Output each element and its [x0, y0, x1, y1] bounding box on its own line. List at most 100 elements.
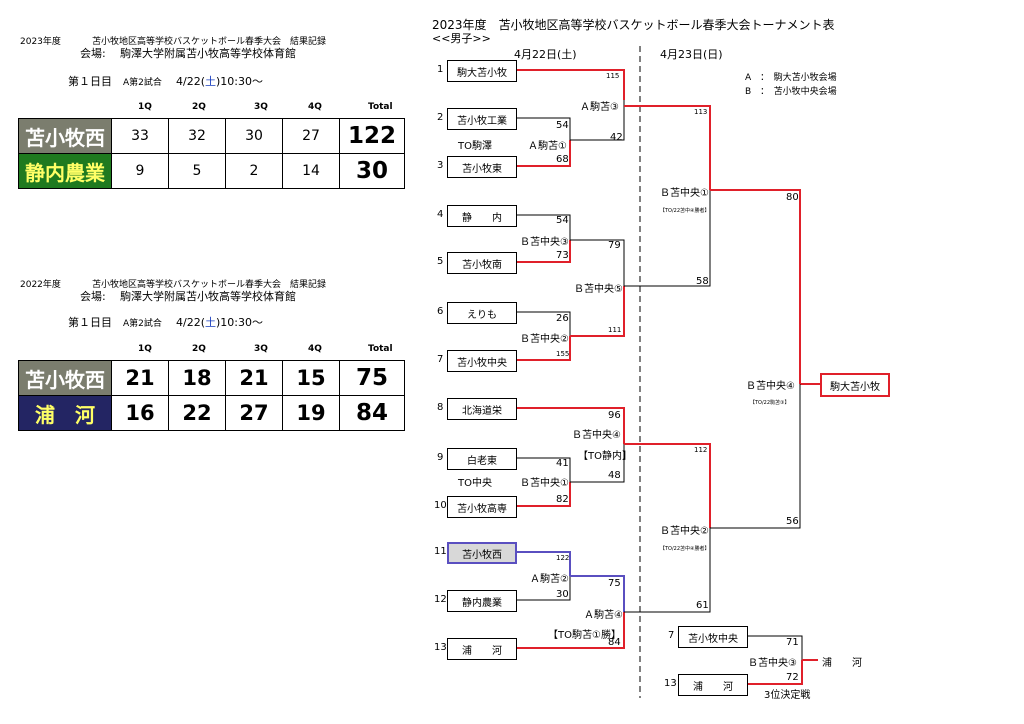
- bracket-line: [624, 105, 711, 190]
- record-2023-venue-label: 会場:: [80, 47, 106, 60]
- score: 56: [786, 516, 799, 527]
- record-2023-title: 苫小牧地区高等学校バスケットボール春季大会 結果記録: [92, 37, 327, 47]
- quarter-score: 21: [225, 360, 283, 396]
- record-2022-h5: Total: [368, 344, 393, 354]
- table-row: 苫小牧西 21 18 21 15 75: [18, 360, 405, 396]
- bracket-line: [516, 457, 571, 482]
- score: 54: [556, 215, 569, 226]
- score: 155: [556, 350, 570, 358]
- score: 84: [608, 637, 621, 648]
- record-2023-date: 4/22(土)10:30〜: [176, 75, 263, 88]
- team-box: 浦 河: [447, 638, 517, 660]
- team-box: 苫小牧中央: [447, 350, 517, 372]
- total-score: 122: [339, 118, 405, 154]
- game-label: Ｂ苫中央③: [748, 658, 797, 669]
- record-2023-year: 2023年度: [20, 37, 61, 47]
- record-2023-match: A第2試合: [123, 78, 162, 88]
- seed-number: 9: [437, 452, 444, 463]
- record-2023-h5: Total: [368, 102, 393, 112]
- team-name: 浦 河: [18, 395, 112, 431]
- score: 72: [786, 672, 799, 683]
- score: 48: [608, 470, 621, 481]
- score: 82: [556, 494, 569, 505]
- game-label: Ｂ苫中央③: [520, 237, 569, 248]
- record-2023-h1: 1Q: [138, 102, 152, 112]
- record-2022-match: A第2試合: [123, 319, 162, 329]
- bracket-title: 2023年度 苫小牧地区高等学校バスケットボール春季大会トーナメント表: [432, 18, 835, 32]
- bracket-line: [516, 140, 571, 167]
- seed-number: 12: [434, 594, 447, 605]
- bracket-line: [710, 384, 801, 529]
- game-note: TO中央: [458, 478, 492, 489]
- team-box: 苫小牧南: [447, 252, 517, 274]
- record-2023-day: 第１日目: [68, 75, 112, 88]
- score: 26: [556, 313, 569, 324]
- bracket-line: [516, 214, 571, 240]
- score: 115: [606, 72, 620, 80]
- quarter-score: 27: [282, 118, 340, 154]
- seed-number: 2: [437, 112, 444, 123]
- bracket-line: [516, 576, 571, 601]
- bracket-date-day1: 4月22日(土): [514, 48, 577, 61]
- team-box: 北海道栄: [447, 398, 517, 420]
- seed-number: 10: [434, 500, 447, 511]
- score: 42: [610, 132, 623, 143]
- total-score: 84: [339, 395, 405, 431]
- score: 73: [556, 250, 569, 261]
- game-label: Ｂ苫中央⑤: [574, 284, 623, 295]
- game-label: Ａ駒苫④: [584, 610, 623, 621]
- game-label: Ａ駒苫③: [580, 102, 619, 113]
- seed-number: 1: [437, 64, 444, 75]
- record-2022-venue: 駒澤大学附属苫小牧高等学校体育館: [120, 290, 296, 303]
- champion-box: 駒大苫小牧: [820, 373, 890, 397]
- seed-number: 13: [664, 678, 677, 689]
- record-2023-table: 苫小牧西 33 32 30 27 122 静内農業 9 5 2 14 30: [18, 118, 405, 189]
- record-2022-day: 第１日目: [68, 316, 112, 329]
- score: 111: [608, 326, 622, 334]
- game-label: Ａ駒苫②: [530, 574, 569, 585]
- record-2022-venue-label: 会場:: [80, 290, 106, 303]
- seed-number: 4: [437, 209, 444, 220]
- quarter-score: 32: [168, 118, 226, 154]
- table-row: 苫小牧西 33 32 30 27 122: [18, 118, 405, 154]
- score: 58: [696, 276, 709, 287]
- bracket-line: [516, 482, 571, 507]
- bracket-line: [516, 612, 625, 649]
- team-box: 苫小牧高専: [447, 496, 517, 518]
- record-2022-h3: 3Q: [254, 344, 268, 354]
- quarter-score: 21: [111, 360, 169, 396]
- seed-number: 7: [668, 630, 675, 641]
- bracket-line: [624, 528, 711, 613]
- score: 122: [556, 554, 570, 562]
- record-2023-h3: 3Q: [254, 102, 268, 112]
- score: 30: [556, 589, 569, 600]
- team-box: 苫小牧中央: [678, 626, 748, 648]
- seed-number: 11: [434, 546, 447, 557]
- game-note: 【TO/22苫中④勝者】: [660, 546, 710, 552]
- score: 71: [786, 637, 799, 648]
- record-2022-date: 4/22(土)10:30〜: [176, 316, 263, 329]
- game-note: 【TO駒苫①勝】: [548, 630, 621, 641]
- table-row: 静内農業 9 5 2 14 30: [18, 153, 405, 189]
- team-name: 苫小牧西: [18, 360, 112, 396]
- bracket-line: [516, 240, 571, 263]
- team-box: 駒大苫小牧: [447, 60, 517, 82]
- legend-venue-a: A ： 駒大苫小牧会場: [745, 73, 837, 83]
- game-note: TO駒澤: [458, 141, 492, 152]
- quarter-score: 18: [168, 360, 226, 396]
- team-box: 苫小牧東: [447, 156, 517, 178]
- bracket-line: [516, 311, 571, 336]
- team-box: 白老東: [447, 448, 517, 470]
- record-2022-table: 苫小牧西 21 18 21 15 75 浦 河 16 22 27 19 84: [18, 360, 405, 431]
- bracket-line: [516, 551, 571, 576]
- bracket-line: [516, 117, 571, 140]
- team-box: 浦 河: [678, 674, 748, 696]
- quarter-score: 33: [111, 118, 169, 154]
- quarter-score: 27: [225, 395, 283, 431]
- record-2023-venue: 駒澤大学附属苫小牧高等学校体育館: [120, 47, 296, 60]
- bracket-line: [570, 100, 625, 141]
- record-2022-h2: 2Q: [192, 344, 206, 354]
- team-box: 静 内: [447, 205, 517, 227]
- score: 79: [608, 240, 621, 251]
- third-place-label: 3位決定戦: [764, 690, 811, 701]
